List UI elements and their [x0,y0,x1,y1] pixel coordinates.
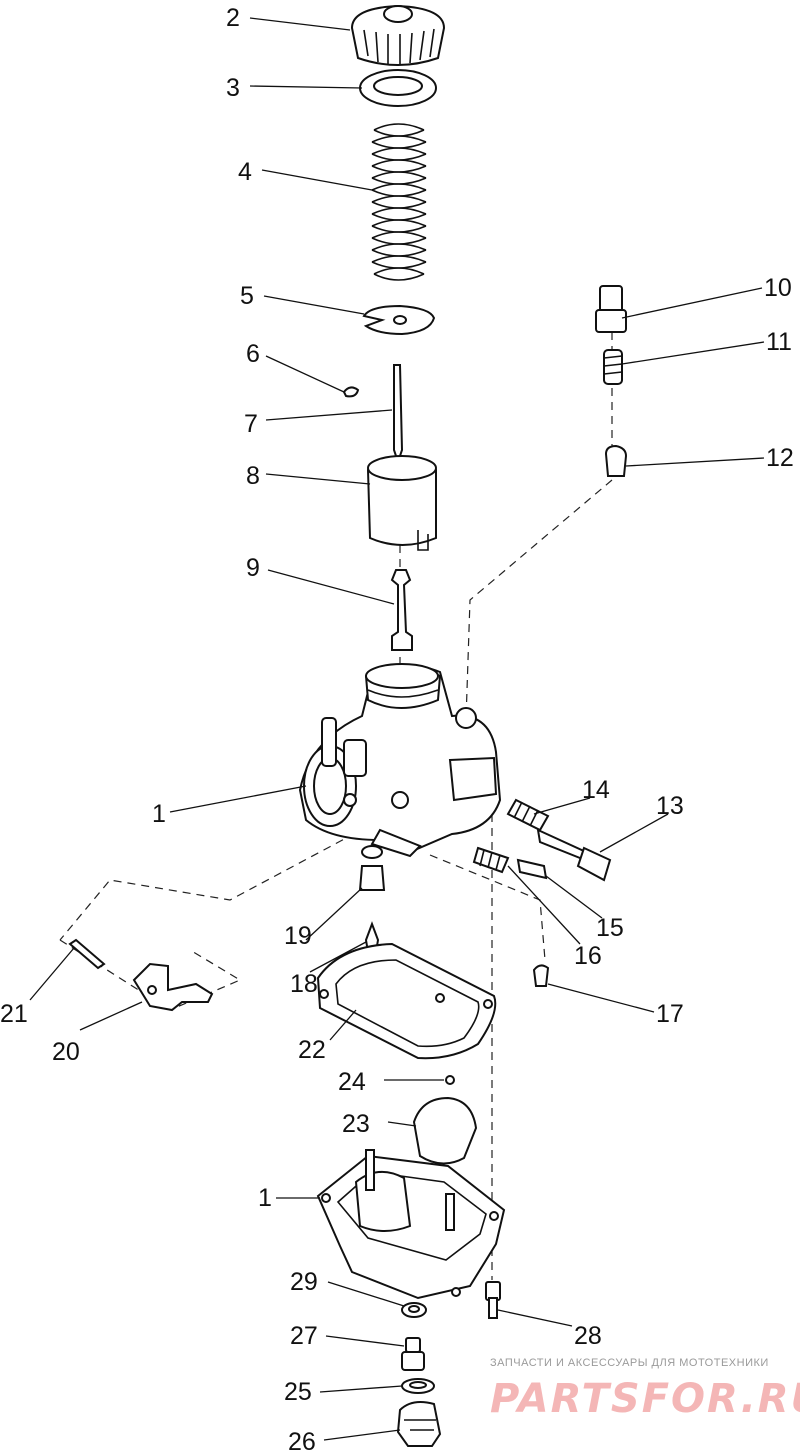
part-11-small-spring [603,349,623,385]
callout-5: 5 [240,282,254,310]
part-1-float-bowl [316,1149,506,1300]
part-8-throttle-slide [366,455,437,551]
part-26-drain-plug [396,1401,442,1447]
part-15-idle-screw [516,858,548,880]
watermark: ЗАПЧАСТИ И АКСЕССУАРЫ ДЛЯ МОТОТЕХНИКИ PA… [490,1357,800,1422]
part-17-main-jet [532,964,550,987]
callout-14: 14 [582,776,610,804]
part-24-small-ball [445,1075,455,1085]
callout-24: 24 [338,1068,366,1096]
part-3-washer [359,69,437,107]
callout-12: 12 [766,444,794,472]
callout-27: 27 [290,1322,318,1350]
watermark-brand: PARTSFOR.RU [490,1376,800,1422]
callout-20: 20 [52,1038,80,1066]
callout-3: 3 [226,74,240,102]
callout-28: 28 [574,1322,602,1350]
part-25-o-ring [401,1378,435,1394]
part-9-needle-jet [390,569,413,651]
part-5-retainer-plate [362,304,436,336]
callout-15: 15 [596,914,624,942]
part-6-clip [342,386,360,398]
part-4-spring [371,123,427,281]
callout-8: 8 [246,462,260,490]
callout-1-upper: 1 [152,800,166,828]
callout-1-lower: 1 [258,1184,272,1212]
part-10-adjuster-screw [595,285,627,333]
callout-16: 16 [574,942,602,970]
callout-13: 13 [656,792,684,820]
part-21-float-pin [68,938,106,970]
callout-26: 26 [288,1428,316,1454]
leader-lines [29,17,765,1441]
callout-labels: 2 3 4 5 6 7 8 9 10 11 12 13 14 15 16 17 … [0,4,794,1454]
callout-2: 2 [226,4,240,32]
callout-6: 6 [246,340,260,368]
callout-17: 17 [656,1000,684,1028]
callout-29: 29 [290,1268,318,1296]
callout-7: 7 [244,410,258,438]
callout-19: 19 [284,922,312,950]
part-29-washer [401,1302,427,1318]
part-20-float-arm [132,962,214,1012]
callout-22: 22 [298,1036,326,1064]
part-19-float-valve-seat [358,845,386,891]
part-16-idle-spring [472,846,510,874]
part-12-holder [604,444,628,477]
part-2-top-cap [350,4,446,66]
part-28-bowl-screw [485,1281,501,1319]
part-13-air-screw [536,828,612,882]
callout-21: 21 [0,1000,28,1028]
callout-23: 23 [342,1110,370,1138]
callout-4: 4 [238,158,252,186]
watermark-tagline: ЗАПЧАСТИ И АКСЕССУАРЫ ДЛЯ МОТОТЕХНИКИ [490,1357,769,1369]
part-22-bowl-gasket [316,942,497,1060]
part-7-needle [393,364,404,466]
callout-10: 10 [764,274,792,302]
part-14-air-screw-spring [506,798,550,832]
part-1-carburetor-body [298,663,502,858]
part-27-jet-holder [401,1337,425,1371]
callout-18: 18 [290,970,318,998]
part-23-float [412,1096,478,1165]
callout-11: 11 [766,328,792,356]
callout-25: 25 [284,1378,312,1406]
callout-9: 9 [246,554,260,582]
